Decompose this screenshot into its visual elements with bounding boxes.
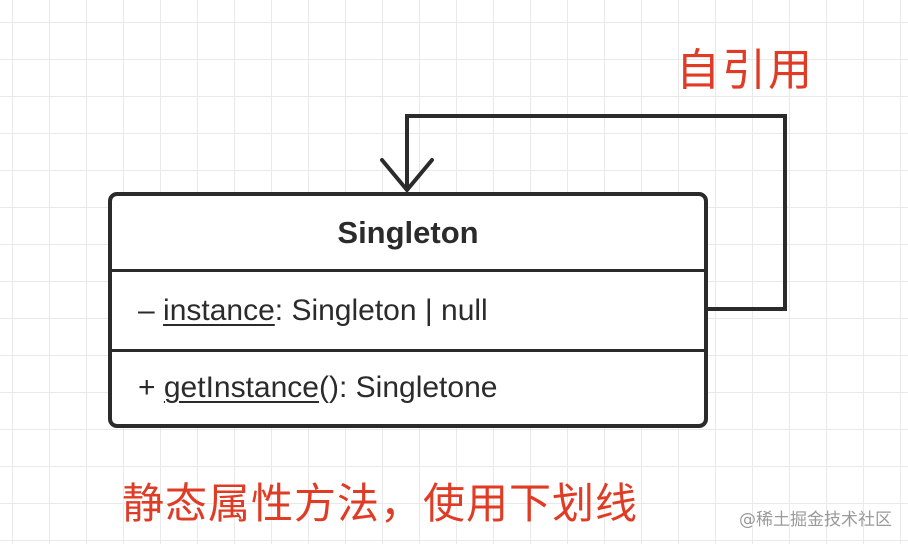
operation-signature: (): Singletone	[319, 371, 498, 404]
arrowhead-open	[380, 158, 434, 194]
attribute-spacer	[155, 294, 163, 328]
attribute-name: instance	[163, 293, 275, 327]
operation-name: getInstance	[163, 371, 319, 404]
class-name: Singleton	[112, 196, 704, 272]
self-reference-line	[405, 114, 787, 311]
caption-static-members: 静态属性方法，使用下划线	[122, 479, 639, 528]
attribute-type: : Singleton | null	[274, 293, 488, 327]
attribute-row: – instance : Singleton | null	[112, 272, 704, 352]
operation-visibility: +	[138, 371, 156, 404]
operation-row: + getInstance (): Singletone	[112, 352, 704, 424]
operation-spacer	[156, 371, 164, 405]
watermark: @稀土掘金技术社区	[739, 510, 892, 530]
self-reference-label: 自引用	[676, 45, 814, 96]
attribute-visibility: –	[138, 293, 155, 327]
uml-class-box: Singleton – instance : Singleton | null …	[108, 192, 708, 428]
